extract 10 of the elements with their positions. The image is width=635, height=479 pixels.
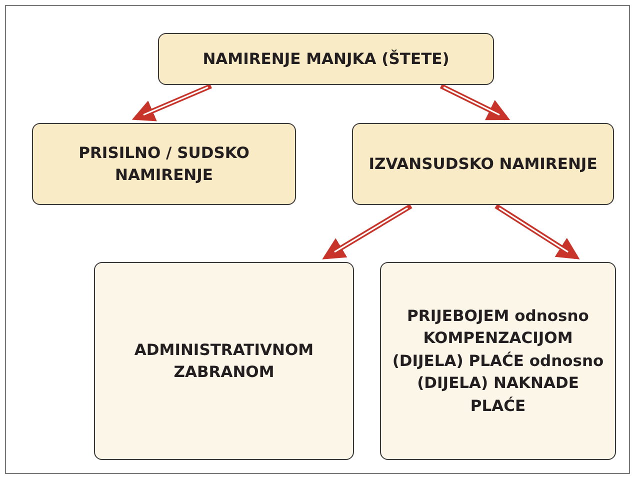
node-label: ADMINISTRATIVNOM ZABRANOM (133, 340, 315, 383)
category-box (32, 123, 296, 205)
node-label: PRIJEBOJEM odnosno KOMPENZACIJOM (DIJELA) PLAĆE odnosno (DIJELA) NAKNADE PLAĆE (391, 306, 605, 417)
root-box (158, 33, 494, 85)
category-box (352, 123, 614, 205)
node-label: NAMIRENJE MANJKA (ŠTETE) (202, 48, 450, 70)
node-label: PRISILNO / SUDSKO NAMIRENJE (78, 142, 250, 186)
category-box (380, 262, 616, 460)
node-label: IZVANSUDSKO NAMIRENJE (368, 154, 598, 175)
category-box (94, 262, 354, 460)
